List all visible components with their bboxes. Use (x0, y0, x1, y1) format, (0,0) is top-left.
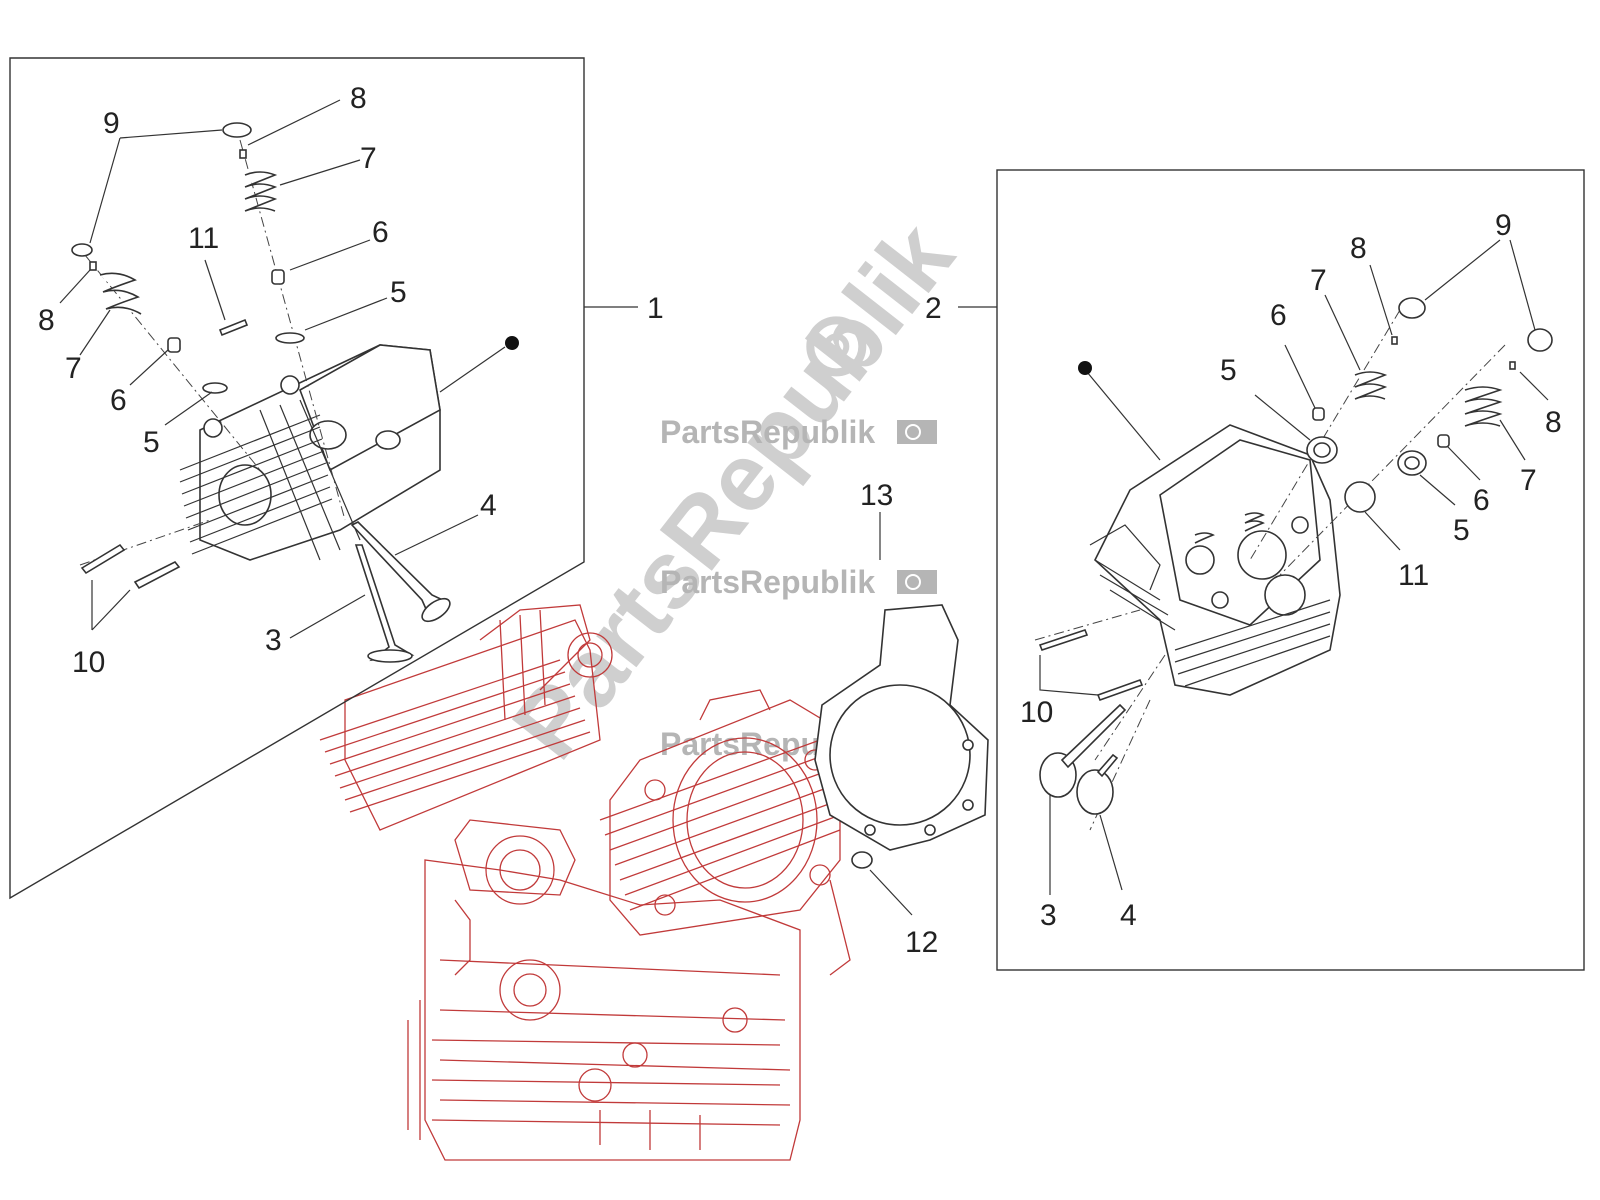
right-spring-a: 7 (1310, 264, 1388, 400)
right-valve-intake: 4 (1076, 753, 1137, 932)
cylinder-head-gasket: 13 (814, 479, 989, 851)
left-valve-exhaust: 3 (265, 544, 415, 663)
callout-right-11: 11 (1398, 559, 1429, 592)
callout-left-7a: 7 (360, 142, 377, 175)
callout-right-4: 4 (1120, 899, 1137, 932)
right-spring-seat-a: 5 (1220, 354, 1338, 464)
callout-left-8b: 8 (38, 304, 55, 337)
watermark-flag-icon (897, 420, 937, 444)
watermark-text-1: PartsRepublik (660, 414, 875, 450)
left-cotter-a: 8 (239, 82, 367, 159)
callout-13: 13 (860, 479, 893, 512)
watermark-flag-icon (897, 570, 937, 594)
callout-left-8a: 8 (350, 82, 367, 115)
watermark-1: PartsRepublik (660, 414, 937, 450)
right-cylinder-head (1078, 361, 1341, 696)
left-spring-seat-b: 5 (143, 382, 228, 459)
left-pins: 10 (72, 543, 181, 679)
callout-1: 1 (647, 292, 664, 325)
assembly-box-right: 2 (925, 169, 1585, 971)
callout-left-3: 3 (265, 624, 282, 657)
callout-right-6a: 6 (1270, 299, 1287, 332)
callout-2: 2 (925, 292, 942, 325)
left-spring-seat-a: 5 (275, 276, 407, 344)
left-valve-intake: 4 (350, 489, 497, 623)
callout-left-6b: 6 (110, 384, 127, 417)
callout-left-11: 11 (188, 222, 219, 255)
callout-left-5a: 5 (390, 276, 407, 309)
left-cotter-b: 8 (38, 261, 97, 337)
right-spring-b: 7 (1464, 386, 1537, 497)
dowel-bushing: 12 (851, 851, 938, 959)
right-cap-a: 9 (1398, 209, 1553, 352)
left-spring-a: 7 (244, 142, 377, 212)
callout-left-9: 9 (103, 107, 120, 140)
left-oil-seal-b: 6 (110, 337, 181, 417)
right-cotter-a: 8 (1350, 232, 1398, 345)
right-pins: 10 (1020, 629, 1144, 729)
reference-dot-right (1078, 361, 1092, 375)
right-valve-exhaust: 3 (1039, 703, 1127, 932)
watermark-gear-icon (806, 316, 867, 377)
callout-left-7b: 7 (65, 352, 82, 385)
right-oil-seal-b: 6 (1437, 434, 1490, 517)
callout-right-10: 10 (1020, 696, 1053, 729)
callout-right-5b: 5 (1453, 514, 1470, 547)
callout-left-5b: 5 (143, 426, 160, 459)
left-cap-a: 9 (71, 107, 252, 257)
callout-right-5a: 5 (1220, 354, 1237, 387)
callout-right-7b: 7 (1520, 464, 1537, 497)
callout-12: 12 (905, 926, 938, 959)
right-oring: 11 (1344, 481, 1429, 592)
watermark-2: PartsRepublik (660, 564, 937, 600)
right-spring-seat-b: 5 (1397, 450, 1470, 547)
callout-right-7a: 7 (1310, 264, 1327, 297)
left-oil-seal-a: 6 (271, 216, 389, 285)
left-head-fins (179, 399, 361, 561)
left-cylinder-head (179, 336, 519, 561)
engine-cylinder-right (599, 689, 851, 976)
callout-left-10: 10 (72, 646, 105, 679)
left-dowel: 11 (188, 222, 249, 337)
right-head-fins (1089, 524, 1331, 687)
engine-crankcase (407, 819, 801, 1161)
callout-left-6a: 6 (372, 216, 389, 249)
right-cotter-b: 8 (1509, 361, 1562, 439)
callout-right-3: 3 (1040, 899, 1057, 932)
callout-right-8b: 8 (1545, 406, 1562, 439)
watermark-text-2: PartsRepublik (660, 564, 875, 600)
engine-cylinder-left (319, 604, 613, 831)
right-oil-seal-a: 6 (1270, 299, 1325, 421)
reference-dot-left (505, 336, 519, 350)
left-spring-b: 7 (65, 272, 142, 385)
callout-right-9: 9 (1495, 209, 1512, 242)
callout-right-6b: 6 (1473, 484, 1490, 517)
assembly-box-left: 1 (9, 57, 664, 900)
callout-right-8a: 8 (1350, 232, 1367, 265)
callout-left-4: 4 (480, 489, 497, 522)
